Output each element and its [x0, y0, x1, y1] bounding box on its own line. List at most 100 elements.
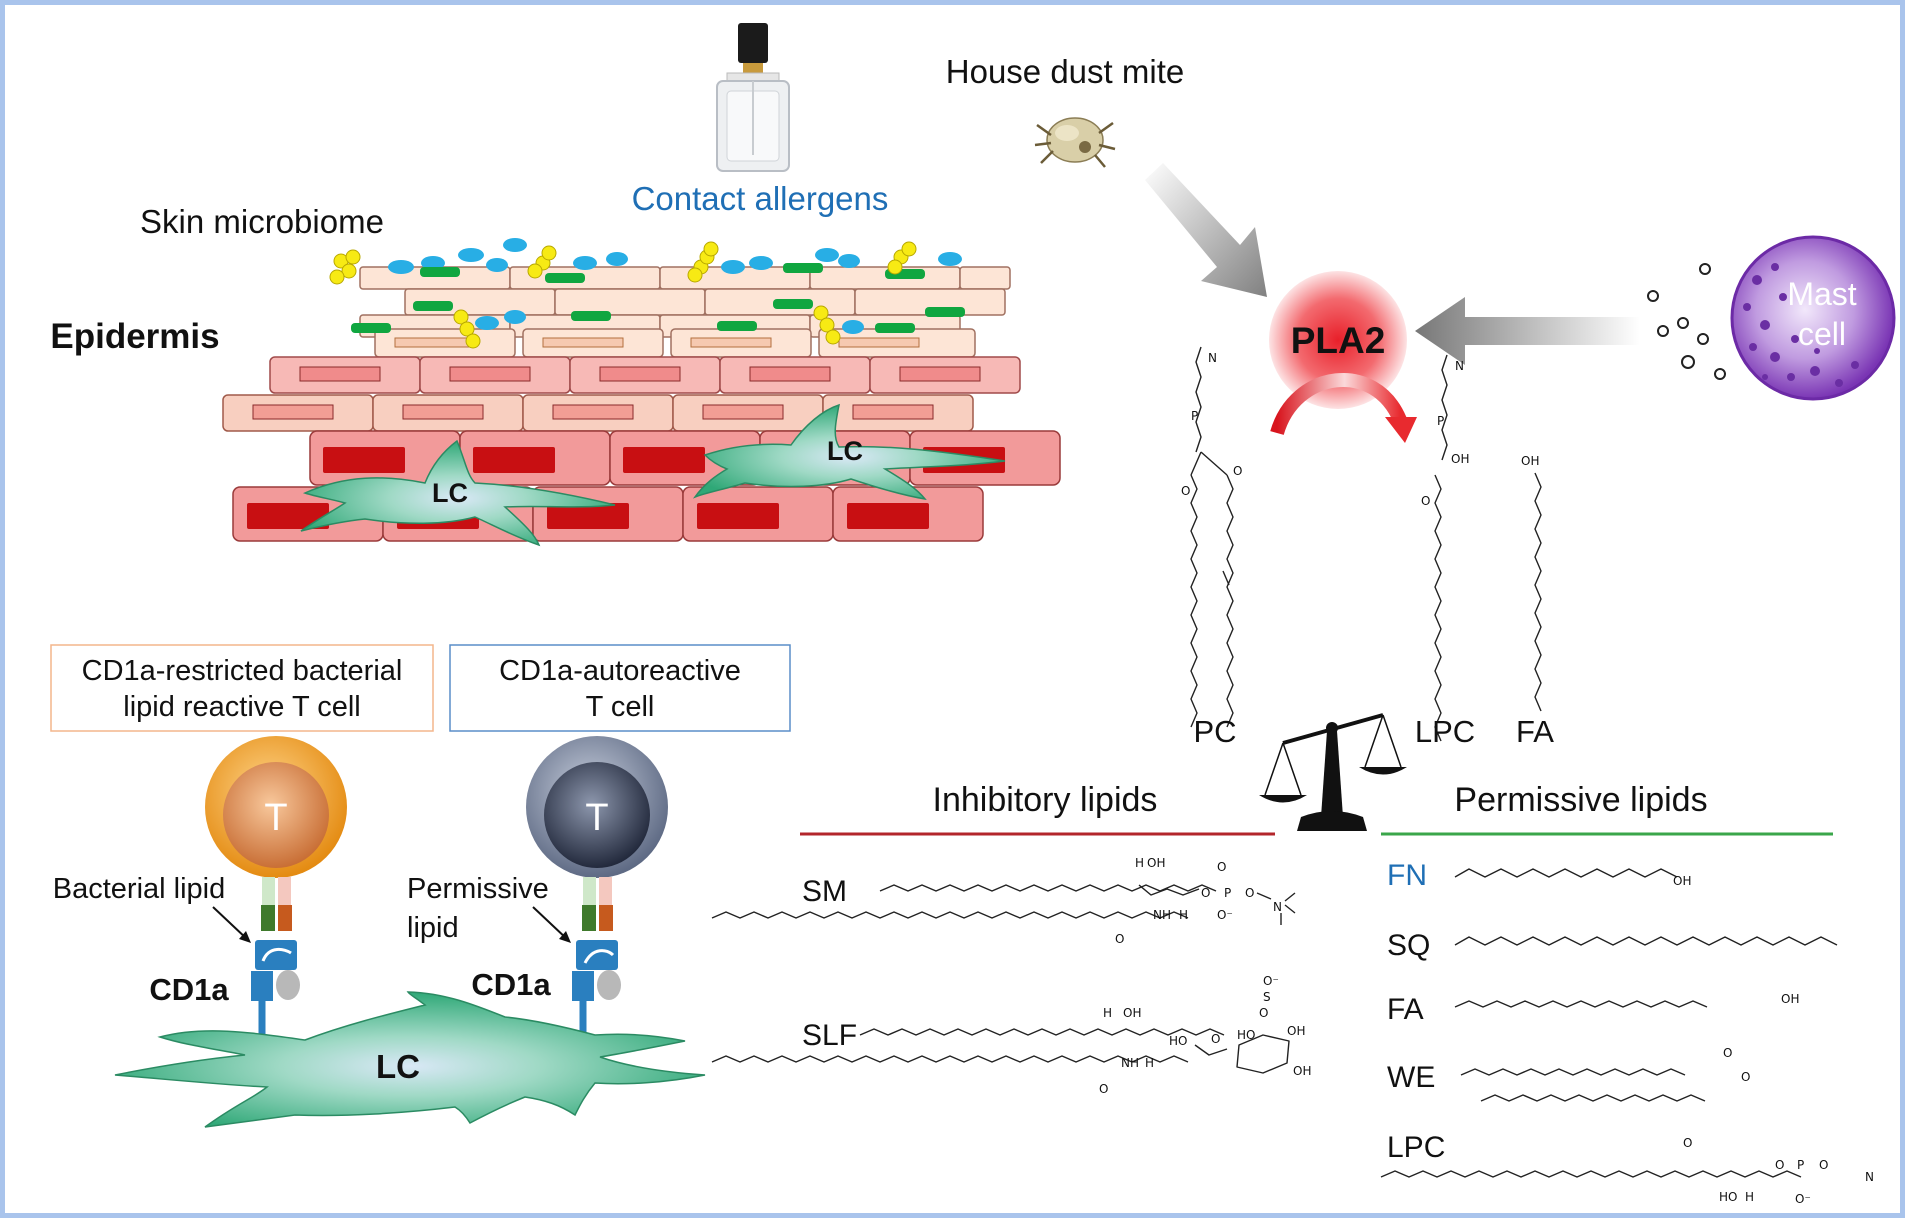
- slf-oh: OH: [1123, 1006, 1141, 1020]
- bacterial-lipid-arrowhead: [239, 931, 251, 943]
- langerhans-cell-large: LC: [114, 991, 706, 1128]
- sm-oh: OH: [1147, 856, 1165, 870]
- lpc-o-minus: O⁻: [1795, 1192, 1811, 1206]
- t-cell-label-grey: T: [585, 797, 608, 839]
- we-structure-upper: [1460, 1068, 1686, 1076]
- lpc-o2: O: [1775, 1158, 1784, 1172]
- box1-line2: lipid reactive T cell: [123, 691, 360, 723]
- pla2-reaction-arrowhead: [1385, 417, 1417, 443]
- permissive-lipid-label-line1: Permissive: [407, 873, 549, 905]
- slf-o: O: [1211, 1032, 1220, 1046]
- fn-structure: [1454, 868, 1678, 878]
- bacterial-lipid-arrow: [212, 906, 249, 941]
- sm-nh: NH: [1153, 908, 1171, 922]
- sm-h2: H: [1179, 908, 1188, 922]
- inhibitory-lipid-sm: SM: [802, 875, 847, 908]
- slf-structure: H OH NH H HO O HO O S O⁻ OH OH O: [711, 974, 1311, 1096]
- inhibitory-lipids-label: Inhibitory lipids: [933, 781, 1158, 819]
- permissive-lipid-fa: FA: [1387, 993, 1424, 1026]
- slf-ho: HO: [1169, 1034, 1187, 1048]
- mast-cell-granules-released: [1647, 263, 1726, 380]
- balance-scale-icon: [1259, 713, 1407, 831]
- sm-p: P: [1224, 886, 1231, 900]
- permissive-lipid-arrowhead: [559, 931, 571, 943]
- permissive-lipid-arrow: [532, 906, 569, 941]
- sm-o4: O: [1115, 932, 1124, 946]
- permissive-lipid-label-line2: lipid: [407, 912, 459, 944]
- slf-h2: H: [1145, 1056, 1154, 1070]
- pc-structure: N P O O: [1181, 346, 1242, 728]
- pla2-enzyme: [1269, 271, 1407, 409]
- slf-o-minus: O⁻: [1263, 974, 1279, 988]
- skin-microbiome-bacteria: [329, 238, 965, 349]
- t-cell-autoreactive: T: [526, 736, 668, 931]
- we-o: O: [1723, 1046, 1732, 1060]
- lpc-p: P: [1437, 414, 1444, 428]
- cd1a-molecule-right: [572, 940, 621, 1043]
- t-cell-label-orange: T: [264, 797, 287, 839]
- mast-cell: Mast cell: [1730, 235, 1896, 401]
- inhibitory-lipid-slf: SLF: [802, 1019, 857, 1052]
- pc-o2: O: [1233, 464, 1242, 478]
- fa-top-label: FA: [1516, 714, 1554, 749]
- diagram-canvas: Contact allergens House dust mite Mast c…: [50, 23, 1896, 1206]
- lpc-n-plus: N: [1865, 1170, 1874, 1184]
- lpc-top-label: LPC: [1415, 714, 1475, 749]
- pc-label: PC: [1193, 714, 1236, 749]
- fa-structure: [1454, 1000, 1708, 1008]
- sm-n-plus: N: [1273, 900, 1282, 914]
- mast-cell-label-line2: cell: [1798, 316, 1846, 352]
- we-o2: O: [1741, 1070, 1750, 1084]
- slf-oh3: OH: [1293, 1064, 1311, 1078]
- slf-h: H: [1103, 1006, 1112, 1020]
- contact-allergens-label: Contact allergens: [632, 180, 889, 217]
- pc-n-plus: N: [1208, 351, 1217, 365]
- sq-structure: [1454, 936, 1838, 946]
- sm-o3: O: [1217, 860, 1226, 874]
- sm-o2: O: [1245, 886, 1254, 900]
- slf-nh: NH: [1121, 1056, 1139, 1070]
- lpc-h: H: [1745, 1190, 1754, 1204]
- lpc-structure: [1380, 1170, 1802, 1178]
- bacterial-lipid-t-cell-box: [50, 644, 434, 732]
- langerhans-cell-epidermis-right: LC: [692, 403, 1006, 501]
- pc-p: P: [1191, 409, 1198, 423]
- lpc-ho: HO: [1719, 1190, 1737, 1204]
- skin-microbiome-label: Skin microbiome: [140, 203, 384, 240]
- sm-o: O: [1201, 886, 1210, 900]
- slf-o3: O: [1099, 1082, 1108, 1096]
- permissive-lipid-sq: SQ: [1387, 929, 1430, 962]
- lpc-o: O: [1683, 1136, 1692, 1150]
- cd1a-molecule-left: [251, 940, 300, 1043]
- sm-structure: H OH NH H O P O O O⁻ O N: [711, 856, 1296, 946]
- permissive-lipid-fn: FN: [1387, 859, 1427, 892]
- pla2-label: PLA2: [1291, 320, 1386, 361]
- fa-bottom-oh: OH: [1781, 992, 1799, 1006]
- fa-oh: OH: [1521, 454, 1539, 468]
- cd1a-label-left: CD1a: [149, 972, 229, 1007]
- lc-label-large: LC: [376, 1048, 420, 1085]
- slf-s: S: [1263, 990, 1271, 1004]
- mast-cell-label-line1: Mast: [1787, 276, 1856, 312]
- box2-line2: T cell: [586, 691, 655, 723]
- slf-o2: O: [1259, 1006, 1268, 1020]
- slf-oh2: OH: [1287, 1024, 1305, 1038]
- autoreactive-t-cell-box: [449, 644, 791, 732]
- house-dust-mite-label: House dust mite: [946, 53, 1184, 90]
- langerhans-cell-epidermis-left: LC: [300, 439, 616, 547]
- permissive-lipid-lpc: LPC: [1387, 1131, 1445, 1164]
- epidermis-label: Epidermis: [50, 317, 219, 356]
- permissive-lipid-we: WE: [1387, 1061, 1435, 1094]
- lc-label-epidermis-right: LC: [827, 436, 863, 466]
- fn-oh: OH: [1673, 874, 1691, 888]
- lpc-o: O: [1421, 494, 1430, 508]
- t-cell-bacterial-lipid: T: [205, 736, 347, 931]
- fa-vertical-structure: OH: [1521, 454, 1542, 712]
- box2-line1: CD1a-autoreactive: [499, 655, 741, 687]
- pc-o: O: [1181, 484, 1190, 498]
- mast-to-pla2-arrow: [1415, 297, 1640, 365]
- dust-mite-icon: [1034, 117, 1116, 168]
- mite-to-pla2-arrow: [1145, 163, 1267, 297]
- lc-label-epidermis-left: LC: [432, 478, 468, 508]
